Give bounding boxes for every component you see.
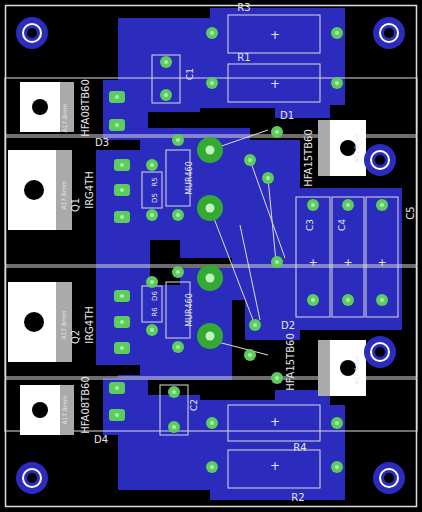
copper-pour <box>96 8 402 500</box>
part-label: Q2 <box>71 330 81 344</box>
part-label: C3 <box>306 219 315 231</box>
part-label: HFA08TB60 <box>81 79 91 137</box>
polarity-mark: + <box>308 257 317 268</box>
part-label: D1 <box>280 111 294 121</box>
part-label: R4 <box>293 443 306 453</box>
polarity-mark: + <box>270 29 280 41</box>
part-label: A17.8mm <box>61 310 67 339</box>
part-label: MUR460 <box>186 293 194 327</box>
part-label: R6 <box>152 307 159 316</box>
part-label: A17.8mm <box>354 133 360 162</box>
part-label: D4 <box>94 435 108 445</box>
polarity-mark: + <box>270 416 280 428</box>
part-label: A17.8mm <box>354 355 360 384</box>
part-label: HFA15TB60 <box>286 333 296 391</box>
part-label: HFA15TB60 <box>304 129 314 187</box>
part-label: IRG4TH <box>85 171 95 209</box>
part-label: D5 <box>152 193 159 203</box>
part-label: D2 <box>281 321 295 331</box>
part-label: D3 <box>95 138 109 148</box>
part-label: IRG4TH <box>85 306 95 344</box>
polarity-mark: + <box>270 78 280 90</box>
part-label: C5 <box>406 206 416 219</box>
part-label: C2 <box>190 399 199 411</box>
to220-package <box>8 82 366 435</box>
part-label: R5 <box>152 177 159 186</box>
part-label: A17.8mm <box>62 395 68 424</box>
part-label: C1 <box>186 68 195 80</box>
polarity-mark: + <box>343 257 352 268</box>
part-label: D6 <box>152 291 159 301</box>
polarity-mark: + <box>377 257 386 268</box>
part-label: HFA08TB60 <box>81 376 91 434</box>
part-label: A17.8mm <box>61 180 67 209</box>
part-label: C4 <box>338 219 347 231</box>
part-label: R1 <box>237 53 250 63</box>
polarity-mark: + <box>270 460 280 472</box>
part-label: R2 <box>291 493 304 503</box>
part-label: A17.8mm <box>62 103 68 132</box>
part-label: MUR460 <box>186 161 194 195</box>
part-label: R3 <box>237 3 250 13</box>
part-label: Q1 <box>71 198 81 212</box>
